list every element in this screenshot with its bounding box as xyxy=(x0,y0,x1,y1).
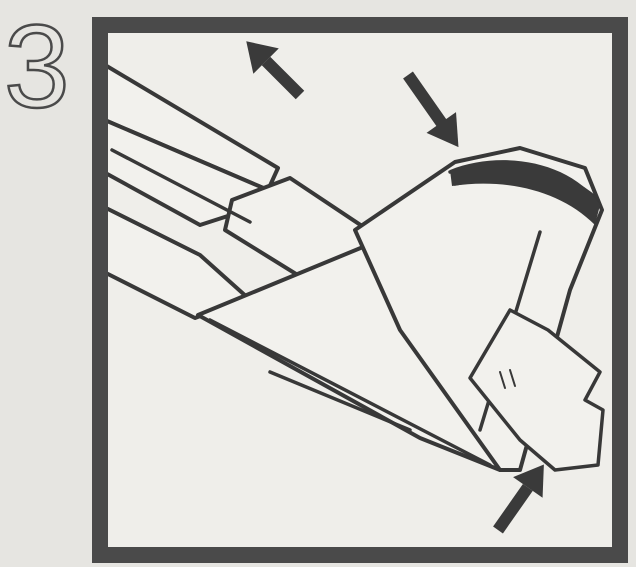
assembly-illustration xyxy=(0,0,636,567)
instruction-step: 3 xyxy=(0,0,636,567)
